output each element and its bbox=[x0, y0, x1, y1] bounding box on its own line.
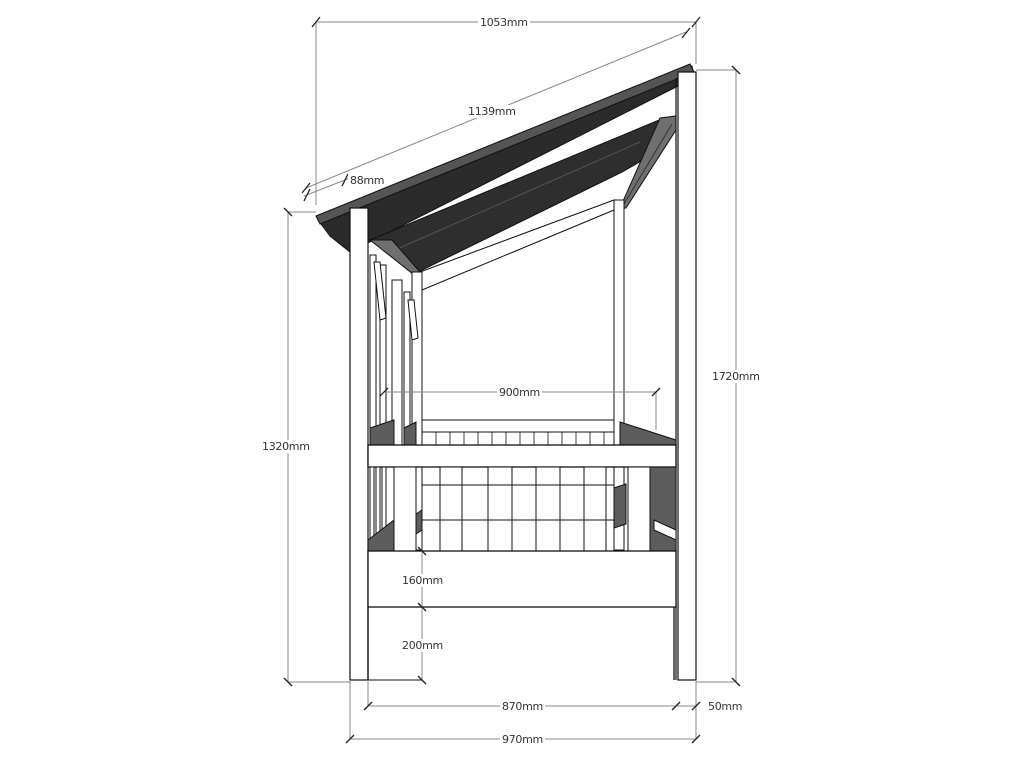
left-front-post bbox=[349, 207, 369, 681]
front-slats bbox=[367, 466, 677, 552]
left-back-post bbox=[411, 271, 423, 551]
posts bbox=[349, 71, 697, 681]
dim-roof-slope-length: 1139mm bbox=[466, 105, 518, 118]
roof bbox=[315, 63, 695, 291]
dim-roof-thickness: 88mm bbox=[348, 174, 387, 187]
dim-post-height-low: 1320mm bbox=[260, 440, 312, 453]
dimension-ticks bbox=[283, 16, 741, 744]
dim-post-width: 50mm bbox=[706, 700, 745, 713]
gable-right bbox=[619, 115, 677, 209]
left-side-slats bbox=[369, 254, 419, 446]
guard-rail-top bbox=[367, 444, 677, 468]
dim-floor-clearance: 200mm bbox=[400, 639, 445, 652]
dim-overall-width-top: 1053mm bbox=[478, 16, 530, 29]
dim-inner-width: 870mm bbox=[500, 700, 545, 713]
back-panel bbox=[421, 419, 677, 446]
dim-post-height-high: 1720mm bbox=[710, 370, 762, 383]
dim-mattress-width: 900mm bbox=[497, 386, 542, 399]
dim-rail-height: 160mm bbox=[400, 574, 445, 587]
right-panel-wedge bbox=[619, 421, 677, 446]
right-back-post bbox=[613, 199, 625, 551]
dim-overall-width-bottom: 970mm bbox=[500, 733, 545, 746]
right-front-post bbox=[677, 71, 697, 681]
